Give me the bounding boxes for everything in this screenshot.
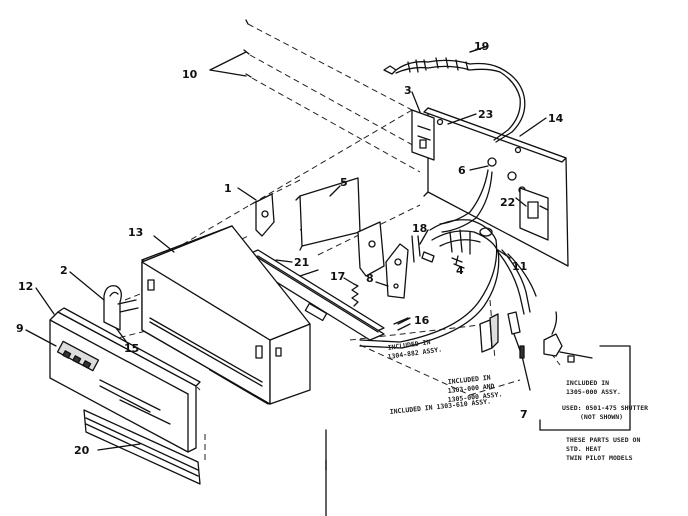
callout-15: 15 [124, 342, 139, 355]
callout-23: 23 [478, 108, 493, 121]
part-clip-2 [103, 285, 139, 331]
part-bracket-1 [255, 193, 275, 237]
callout-11: 11 [512, 260, 527, 273]
note-5b: (NOT SHOWN) [580, 413, 623, 421]
callout-1: 1 [224, 182, 232, 195]
part-bracket-right [357, 221, 385, 277]
notes: INCLUDED IN 1304-882 ASSY. INCLUDED IN 1… [387, 338, 648, 462]
callout-2: 2 [60, 264, 68, 277]
callout-10: 10 [182, 68, 198, 81]
part-power-cord [383, 45, 526, 143]
callout-9: 9 [16, 322, 24, 335]
callout-17: 17 [330, 270, 345, 283]
part-valve-assembly [519, 311, 575, 363]
note-5a: USED: 0501-475 SHUTTER [562, 404, 648, 412]
callout-13: 13 [128, 226, 143, 239]
callout-12: 12 [18, 280, 33, 293]
callout-5: 5 [340, 176, 348, 189]
note-6a: THESE PARTS USED ON [566, 436, 640, 444]
callout-18: 18 [412, 222, 427, 235]
part-bracket-8 [385, 243, 409, 299]
note-4a: INCLUDED IN [566, 379, 609, 387]
part-panel-5 [295, 177, 361, 251]
part-front-panel [49, 307, 201, 485]
part-spring-17 [351, 283, 359, 307]
callout-19: 19 [474, 40, 489, 53]
wiring-harness [359, 169, 537, 349]
callout-16: 16 [414, 314, 430, 327]
callout-4: 4 [456, 264, 464, 277]
callout-22: 22 [500, 196, 515, 209]
part-rods [209, 19, 252, 78]
callout-14: 14 [548, 112, 564, 125]
leader-lines [25, 45, 547, 451]
note-4b: 1305-000 ASSY. [566, 388, 621, 396]
callout-3: 3 [404, 84, 412, 97]
part-back-plate [423, 107, 569, 267]
part-main-housing [141, 225, 311, 405]
part-burner-rail [243, 249, 385, 341]
callout-7: 7 [520, 408, 528, 421]
callout-labels: 10 19 3 23 14 6 22 1 5 18 4 11 13 21 17 … [16, 40, 564, 457]
callout-21: 21 [294, 256, 309, 269]
callout-20: 20 [74, 444, 90, 457]
part-bracket-3 [411, 109, 435, 161]
note-brackets [325, 345, 631, 516]
callout-8: 8 [366, 272, 374, 285]
note-6c: TWIN PILOT MODELS [566, 454, 633, 462]
part-pin-16 [393, 317, 411, 331]
note-6b: STD. HEAT [566, 445, 601, 453]
note-3: INCLUDED IN 1303-610 ASSY. [389, 397, 491, 416]
callout-6: 6 [458, 164, 466, 177]
